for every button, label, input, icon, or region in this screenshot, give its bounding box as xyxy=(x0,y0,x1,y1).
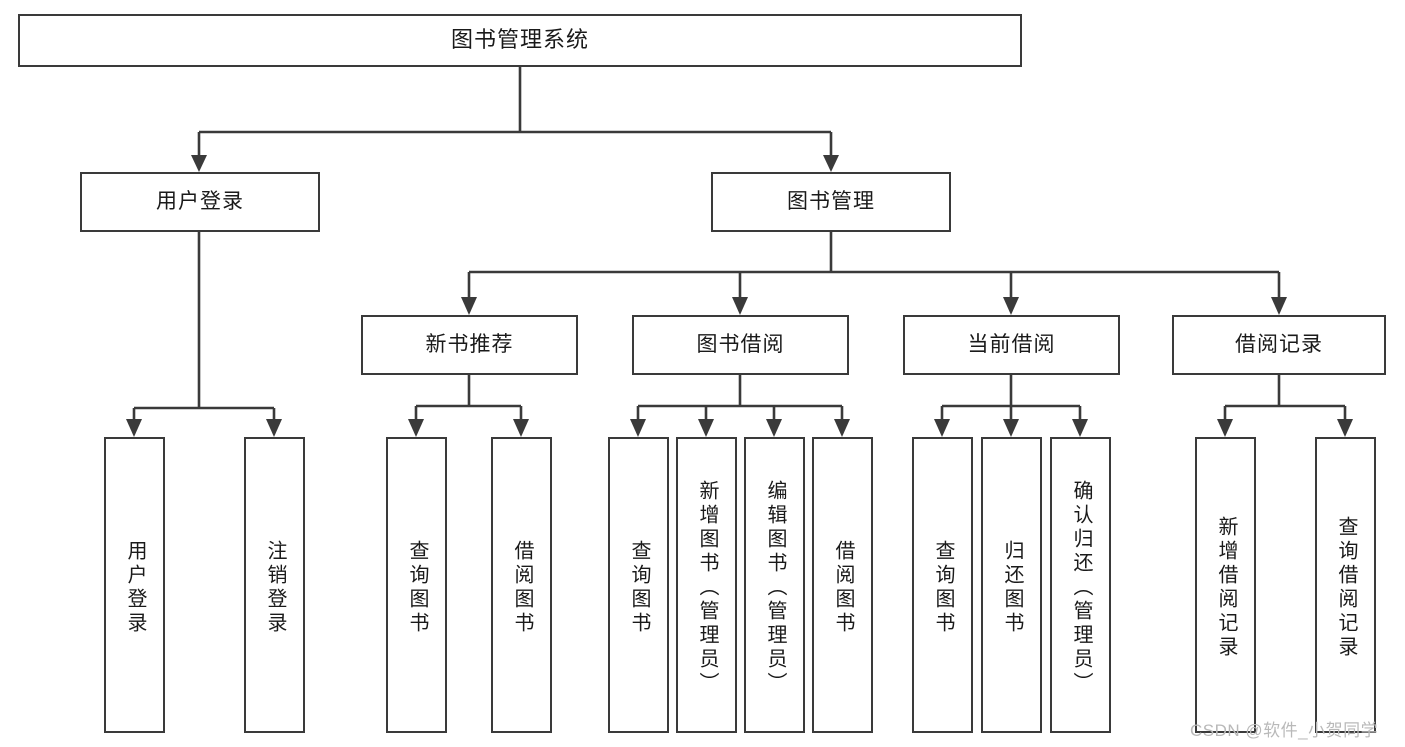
node-label: 借阅记录 xyxy=(1235,333,1323,357)
node-label: 查询图书 xyxy=(628,540,650,636)
leaf-current-return-book[interactable]: 归还图书 xyxy=(981,437,1042,733)
leaf-record-query-record[interactable]: 查询借阅记录 xyxy=(1315,437,1376,733)
leaf-borrow-query-book[interactable]: 查询图书 xyxy=(608,437,669,733)
node-label: 注销登录 xyxy=(264,540,286,636)
leaf-record-add-record[interactable]: 新增借阅记录 xyxy=(1195,437,1256,733)
node-current-borrow[interactable]: 当前借阅 xyxy=(903,315,1120,375)
node-label: 确认归还（管理员） xyxy=(1070,480,1092,696)
node-label: 图书借阅 xyxy=(696,333,785,357)
node-user-login[interactable]: 用户登录 xyxy=(80,172,320,232)
csdn-watermark: CSDN @软件_小贺同学 xyxy=(1190,721,1379,740)
leaf-recommend-query-book[interactable]: 查询图书 xyxy=(386,437,447,733)
node-label: 归还图书 xyxy=(1001,540,1023,636)
node-label: 用户登录 xyxy=(124,540,146,636)
node-label: 新书推荐 xyxy=(425,333,514,357)
node-label: 借阅图书 xyxy=(511,540,533,636)
leaf-current-confirm-return-admin[interactable]: 确认归还（管理员） xyxy=(1050,437,1111,733)
node-label: 用户登录 xyxy=(156,190,244,214)
node-label: 查询借阅记录 xyxy=(1335,516,1357,660)
node-book-borrow[interactable]: 图书借阅 xyxy=(632,315,849,375)
leaf-borrow-edit-book-admin[interactable]: 编辑图书（管理员） xyxy=(744,437,805,733)
node-label: 查询图书 xyxy=(932,540,954,636)
node-root-system[interactable]: 图书管理系统 xyxy=(18,14,1022,67)
leaf-borrow-borrow-book[interactable]: 借阅图书 xyxy=(812,437,873,733)
node-label: 查询图书 xyxy=(406,540,428,636)
leaf-user-login-login[interactable]: 用户登录 xyxy=(104,437,165,733)
node-book-management[interactable]: 图书管理 xyxy=(711,172,951,232)
node-label: 新增借阅记录 xyxy=(1215,516,1237,660)
node-label: 图书管理系统 xyxy=(450,27,589,53)
leaf-current-query-book[interactable]: 查询图书 xyxy=(912,437,973,733)
node-label: 借阅图书 xyxy=(832,540,854,636)
leaf-user-login-logout[interactable]: 注销登录 xyxy=(244,437,305,733)
node-label: 图书管理 xyxy=(787,190,875,214)
leaf-borrow-add-book-admin[interactable]: 新增图书（管理员） xyxy=(676,437,737,733)
node-label: 新增图书（管理员） xyxy=(696,480,718,696)
leaf-recommend-borrow-book[interactable]: 借阅图书 xyxy=(491,437,552,733)
node-new-book-recommend[interactable]: 新书推荐 xyxy=(361,315,578,375)
node-label: 当前借阅 xyxy=(967,333,1056,357)
node-borrow-record[interactable]: 借阅记录 xyxy=(1172,315,1386,375)
node-label: 编辑图书（管理员） xyxy=(764,480,786,696)
